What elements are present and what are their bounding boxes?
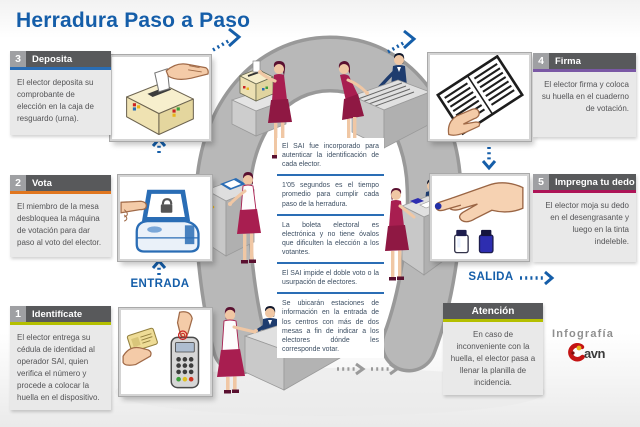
step-title: Deposita — [26, 51, 111, 67]
id-card-icon — [126, 327, 158, 353]
sign-illustration-panel — [427, 52, 532, 142]
step-number: 4 — [533, 53, 549, 69]
fact-note: 1'05 segundos es el tiempo promedio para… — [277, 177, 384, 213]
identify-illustration-panel — [118, 307, 213, 397]
signing-book-illustration — [436, 55, 525, 136]
keypad-icon — [176, 357, 194, 375]
ink-jar-icon — [478, 234, 494, 254]
attention-arrows-icon — [337, 362, 400, 376]
step-description: El elector entrega su cédula de identida… — [17, 333, 100, 402]
degreaser-jar-icon — [454, 234, 469, 254]
inked-fingertip-icon — [434, 202, 442, 210]
ballot-box-icon — [239, 60, 274, 102]
accent-bar — [533, 190, 636, 193]
divider — [277, 292, 384, 295]
voter-figure — [217, 307, 257, 394]
step-number: 3 — [10, 51, 26, 67]
salida-label: SALIDA — [468, 271, 514, 283]
deposit-illustration-panel — [109, 54, 212, 142]
step-description: El elector firma y coloca su huella en e… — [541, 80, 629, 113]
fact-note: Se ubicarán estaciones de información en… — [277, 295, 384, 358]
step-card-vota: 2 Vota El miembro de la mesa desbloquea … — [10, 175, 111, 257]
fact-note: El SAI impide el doble voto o la usurpac… — [277, 265, 384, 292]
avn-logo-text: avn — [584, 345, 605, 361]
step-description: El miembro de la mesa desbloquea la máqu… — [17, 202, 102, 247]
voting-machine-illustration — [120, 189, 200, 253]
lock-icon — [161, 198, 173, 205]
credit-label: Infografía — [552, 328, 615, 340]
ink-jars-illustration — [434, 182, 524, 254]
accent-bar — [10, 191, 111, 194]
attention-description: En caso de inconveniente con la huella, … — [450, 330, 536, 387]
fact-note: El SAI fue incorporado para autenticar l… — [277, 138, 384, 174]
facts-column: El SAI fue incorporado para autenticar l… — [277, 138, 384, 358]
voter-figure — [385, 188, 416, 281]
ballot-box-illustration — [126, 63, 209, 136]
step-card-impregna: 5 Impregna tu dedo El elector moja su de… — [533, 174, 636, 262]
attention-card: Atención En caso de inconveniente con la… — [443, 303, 543, 395]
page-title: Herradura Paso a Paso — [16, 9, 251, 32]
finger-icon — [176, 311, 193, 338]
hand-icon — [122, 346, 152, 366]
step-number: 2 — [10, 175, 26, 191]
arrow-down-right-side-icon — [481, 147, 497, 171]
voter-figure — [228, 172, 261, 264]
step-card-firma: 4 Firma El elector firma y coloca su hue… — [533, 53, 636, 137]
accent-bar — [443, 319, 543, 322]
step-title: Impregna tu dedo — [549, 174, 636, 190]
fact-note: La boleta electoral es electrónica y no … — [277, 216, 384, 262]
accent-bar — [10, 67, 111, 70]
salida-arrow-icon — [520, 270, 555, 286]
arrow-up-right-right-icon — [387, 29, 417, 54]
attention-title: Atención — [443, 303, 543, 319]
hand-icon — [447, 108, 481, 136]
hand-icon — [446, 182, 524, 223]
fingerprint-icon — [177, 330, 188, 341]
step-title: Identifícate — [26, 306, 111, 322]
ink-illustration-panel — [429, 173, 530, 262]
step-card-identificate: 1 Identifícate El elector entrega su céd… — [10, 306, 111, 410]
divider — [277, 174, 384, 177]
avn-logo-icon — [568, 343, 585, 362]
arrow-up-right-left-icon — [212, 27, 242, 52]
entrada-arrow-icon — [151, 258, 167, 275]
step-number: 5 — [533, 174, 549, 190]
vote-illustration-panel — [117, 174, 213, 262]
flow-arrows-blue — [151, 27, 555, 286]
hand-icon — [120, 200, 147, 214]
hand-icon — [165, 63, 209, 80]
step-title: Vota — [26, 175, 111, 191]
entrada-label: ENTRADA — [130, 278, 190, 290]
urna-station — [230, 60, 292, 159]
signing-station — [338, 53, 432, 152]
voter-figure — [338, 61, 369, 152]
step-description: El elector moja su dedo en el desengrasa… — [545, 201, 629, 246]
avn-logo: avn — [565, 342, 605, 364]
step-title: Firma — [549, 53, 636, 69]
divider — [277, 213, 384, 216]
step-description: El elector deposita su comprobante de el… — [17, 78, 94, 123]
arrow-up-deposit-icon — [151, 136, 167, 153]
fingerprint-device-illustration — [122, 311, 200, 389]
step-card-deposita: 3 Deposita El elector deposita su compro… — [10, 51, 111, 135]
accent-bar — [10, 322, 111, 325]
divider — [277, 262, 384, 265]
accent-bar — [533, 69, 636, 72]
step-number: 1 — [10, 306, 26, 322]
ground-shadow — [115, 368, 545, 416]
